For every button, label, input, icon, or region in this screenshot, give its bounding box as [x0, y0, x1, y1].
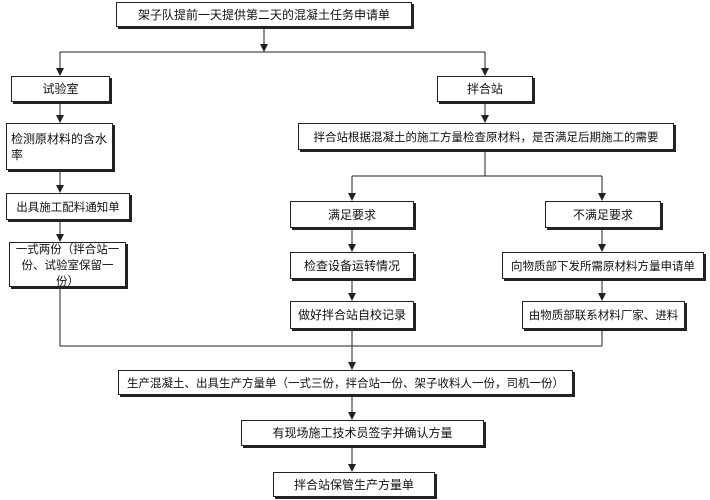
- box-lab-notice: 出具施工配料通知单: [6, 193, 130, 220]
- box-material-request: 向物质部下发所需原材料方量申请单: [502, 252, 704, 279]
- lab-text: 试验室: [42, 82, 79, 96]
- supplier-contact-text: 由物质部联系材料厂家、进料: [528, 308, 679, 322]
- box-lab: 试验室: [11, 76, 110, 102]
- material-request-text: 向物质部下发所需原材料方量申请单: [511, 258, 695, 273]
- box-keep-volume-sheet: 拌合站保管生产方量单: [273, 472, 435, 497]
- keep-volume-sheet-text: 拌合站保管生产方量单: [293, 477, 414, 492]
- produce-concrete-text: 生产混凝土、出具生产方量单（一式三份，拌合站一份、架子收料人一份，司机一份）: [127, 375, 564, 390]
- box-task-request: 架子队提前一天提供第二天的混凝土任务申请单: [116, 2, 412, 27]
- lab-copies-text: 一式两份（拌合站一份、试验室保留一份）: [15, 241, 120, 288]
- equipment-check-text: 检查设备运转情况: [303, 258, 400, 273]
- meets-text: 满足要求: [327, 207, 376, 222]
- plant-text: 拌合站: [466, 82, 503, 96]
- box-supplier-contact: 由物质部联系材料厂家、进料: [522, 301, 685, 329]
- lab-notice-text: 出具施工配料通知单: [16, 199, 120, 214]
- not-meets-text: 不满足要求: [572, 207, 633, 222]
- task-request-text: 架子队提前一天提供第二天的混凝土任务申请单: [137, 7, 390, 22]
- box-lab-copies: 一式两份（拌合站一份、试验室保留一份）: [9, 241, 126, 288]
- box-produce-concrete: 生产混凝土、出具生产方量单（一式三份，拌合站一份、架子收料人一份，司机一份）: [118, 370, 573, 395]
- lab-moisture-text: 检测原材料的含水率: [11, 131, 108, 162]
- box-confirm-volume: 有现场施工技术员签字并确认方量: [241, 420, 484, 446]
- plant-check-text: 拌合站根据混凝土的施工方量检查原材料，是否满足后期施工的需要: [313, 129, 659, 144]
- box-not-meets: 不满足要求: [545, 201, 661, 228]
- box-plant-check: 拌合站根据混凝土的施工方量检查原材料，是否满足后期施工的需要: [298, 123, 674, 150]
- box-self-check-record: 做好拌合站自校记录: [290, 301, 414, 329]
- box-lab-moisture: 检测原材料的含水率: [6, 123, 113, 170]
- self-check-record-text: 做好拌合站自校记录: [297, 308, 406, 322]
- box-plant: 拌合站: [437, 76, 533, 102]
- box-equipment-check: 检查设备运转情况: [290, 252, 414, 279]
- box-meets: 满足要求: [290, 201, 414, 228]
- confirm-volume-text: 有现场施工技术员签字并确认方量: [272, 426, 453, 440]
